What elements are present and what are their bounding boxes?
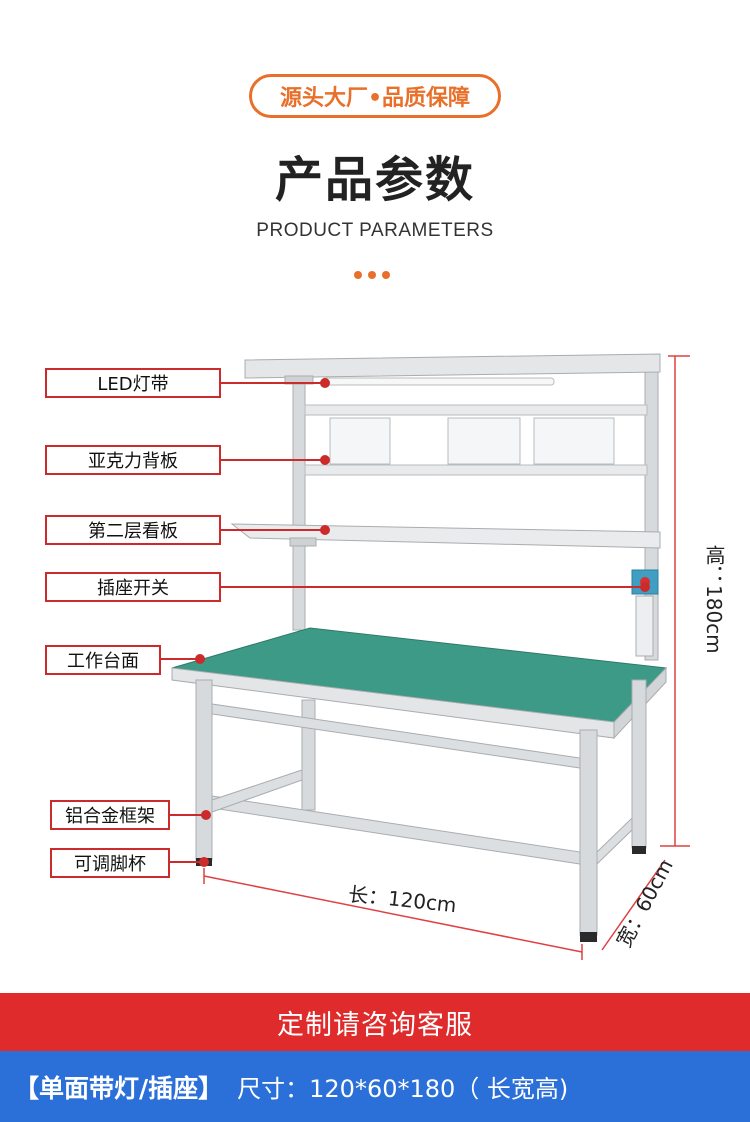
- decorative-dots: [354, 271, 390, 279]
- callout-led-strip: LED灯带: [45, 368, 221, 398]
- callout-socket-switch: 插座开关: [45, 572, 221, 602]
- height-dimension: 高：180cm: [702, 545, 726, 654]
- callout-frame: 铝合金框架: [50, 800, 170, 830]
- brand-badge: 源头大厂•品质保障: [249, 74, 501, 118]
- callout-second-shelf: 第二层看板: [45, 515, 221, 545]
- spec-lead: 【单面带灯/插座】: [14, 1073, 224, 1103]
- callout-worktop: 工作台面: [45, 645, 161, 675]
- workbench-illustration: [160, 353, 690, 960]
- spec-banner: 【单面带灯/插座】 尺寸：120*60*180（ 长宽高): [0, 1051, 750, 1122]
- callout-acrylic-board: 亚克力背板: [45, 445, 221, 475]
- callout-feet: 可调脚杯: [50, 848, 170, 878]
- page-subtitle: PRODUCT PARAMETERS: [256, 220, 494, 241]
- spec-size: 尺寸：120*60*180（ 长宽高): [237, 1075, 569, 1103]
- customize-banner: 定制请咨询客服: [0, 993, 750, 1051]
- page-title: 产品参数: [274, 152, 475, 208]
